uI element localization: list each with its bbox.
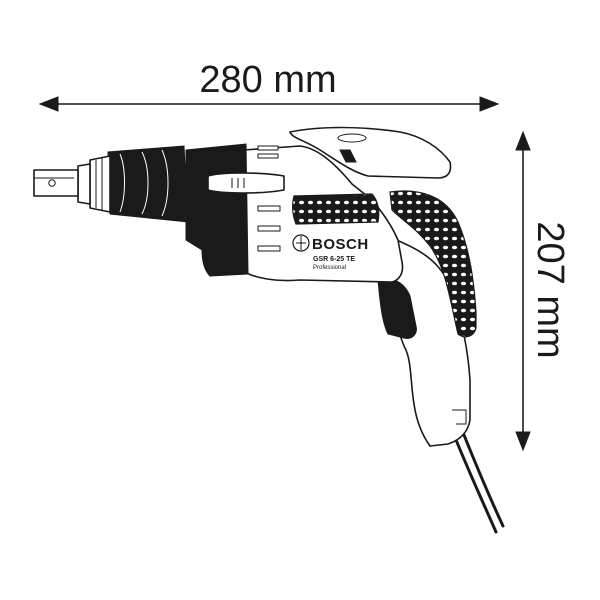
vent-slots <box>257 145 281 252</box>
height-arrow-top <box>515 130 531 151</box>
brand-plate: BOSCH GSR 6-25 TE Professional <box>292 234 369 271</box>
power-cord <box>450 428 505 534</box>
trigger <box>377 278 417 339</box>
grip-pad-rear <box>389 190 477 338</box>
height-dimension: 207 mm <box>515 130 571 452</box>
height-arrow-bottom <box>515 431 531 452</box>
top-slot <box>337 133 367 143</box>
width-arrow-right <box>479 96 500 112</box>
bosch-logo-mark <box>296 236 306 250</box>
product-line: Professional <box>313 265 346 271</box>
height-label: 207 mm <box>529 221 571 358</box>
top-cover <box>289 126 452 179</box>
bit-holder <box>33 169 79 197</box>
chuck <box>77 145 189 223</box>
cord-guard <box>452 409 467 425</box>
width-label: 280 mm <box>199 59 336 101</box>
collar-band <box>207 172 285 194</box>
grip-pad-top <box>292 193 380 225</box>
width-arrow-left <box>38 96 59 112</box>
model-name: GSR 6-25 TE <box>313 256 355 263</box>
width-dimension: 280 mm <box>38 59 500 112</box>
brand-name: BOSCH <box>312 236 369 253</box>
gearbox-housing <box>185 143 249 277</box>
screwdriver-illustration: BOSCH GSR 6-25 TE Professional <box>33 126 505 534</box>
top-vent <box>339 149 357 163</box>
